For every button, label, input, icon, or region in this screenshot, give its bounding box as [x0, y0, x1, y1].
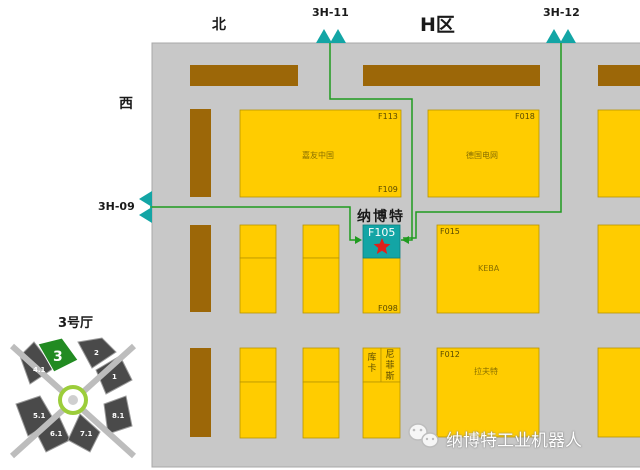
booth-f012-name: 拉夫特	[474, 367, 498, 376]
gate-3h-09-label: 3H-09	[98, 200, 135, 213]
booth-small-a1[interactable]	[239, 224, 277, 259]
hall-sector-4-num: 4.1	[33, 366, 46, 374]
booth-f109-code: F109	[378, 185, 398, 194]
booth-small-c1[interactable]	[239, 347, 277, 383]
booth-f012-code: F012	[440, 350, 460, 359]
booth-small-a2[interactable]	[239, 257, 277, 314]
hall-sector-8-num: 8.1	[112, 412, 125, 420]
hall-sector-8	[103, 395, 133, 435]
hall-sector-7	[67, 413, 101, 453]
gate-3h-09-icon[interactable]	[139, 191, 152, 223]
booth-right-2[interactable]	[597, 224, 640, 314]
booth-f018[interactable]	[427, 109, 540, 198]
hall-sector-1-num: 1	[112, 373, 117, 381]
compass-north: 北	[212, 17, 226, 33]
booth-small-c2[interactable]	[239, 381, 277, 439]
booth-f113-name: 嘉友中国	[302, 151, 334, 160]
booth-f015-code: F015	[440, 227, 460, 236]
pillar-top-right	[598, 65, 640, 86]
gate-3h-11-label: 3H-11	[312, 6, 349, 19]
pillar-left-2	[190, 225, 211, 312]
pillar-left-3	[190, 348, 211, 437]
booth-small-d2[interactable]	[302, 381, 340, 439]
booth-kuka-name: 库卡	[367, 353, 377, 374]
booth-f098[interactable]	[362, 257, 401, 314]
booth-nifeisi-name: 尼菲斯	[385, 350, 395, 382]
route-from-3h-12	[403, 42, 562, 239]
gate-3h-12-icon[interactable]	[546, 29, 576, 43]
booth-keba-name: KEBA	[478, 264, 500, 273]
pillar-left-1	[190, 109, 211, 197]
hall-sector-6-num: 6.1	[50, 430, 63, 438]
booth-f015[interactable]	[436, 224, 540, 314]
company-name: 纳博特	[357, 209, 405, 225]
booth-small-d1[interactable]	[302, 347, 340, 383]
booth-right-1[interactable]	[597, 109, 640, 198]
gate-3h-12-label: 3H-12	[543, 6, 580, 19]
hall-sector-3-highlight	[37, 337, 79, 373]
booth-small-b2[interactable]	[302, 257, 340, 314]
pillar-top-mid	[363, 65, 540, 86]
hall-sector-1	[95, 355, 133, 395]
zone-label: H区	[420, 14, 455, 36]
hall-sector-2-num: 2	[94, 349, 99, 357]
booth-small-e2[interactable]	[362, 381, 401, 439]
booth-f113[interactable]	[239, 109, 402, 198]
booth-f018-name: 德国电网	[466, 151, 498, 160]
booth-f012[interactable]	[436, 347, 540, 438]
target-star-icon	[373, 238, 391, 254]
hall-sector-2	[77, 337, 117, 369]
hall-3-minimap	[6, 330, 137, 465]
booth-f113-code: F113	[378, 112, 398, 121]
hall-title: 3号厅	[58, 316, 94, 331]
hall-sector-7-num: 7.1	[80, 430, 93, 438]
compass-west: 西	[119, 96, 133, 112]
wechat-icon	[408, 423, 439, 448]
booth-f018-code: F018	[515, 112, 535, 121]
hall-sector-5-num: 5.1	[33, 412, 46, 420]
booth-f105-code: F105	[368, 226, 396, 239]
watermark-text: 纳博特工业机器人	[446, 431, 582, 451]
booth-f098-code: F098	[378, 304, 398, 313]
booth-right-3[interactable]	[597, 347, 640, 438]
hall-sector-3-num: 3	[53, 349, 63, 365]
booth-small-b1[interactable]	[302, 224, 340, 259]
route-arrow-right	[402, 236, 409, 244]
route-arrow-left	[355, 236, 362, 244]
pillar-top-left	[190, 65, 298, 86]
gate-3h-11-icon[interactable]	[316, 29, 346, 43]
